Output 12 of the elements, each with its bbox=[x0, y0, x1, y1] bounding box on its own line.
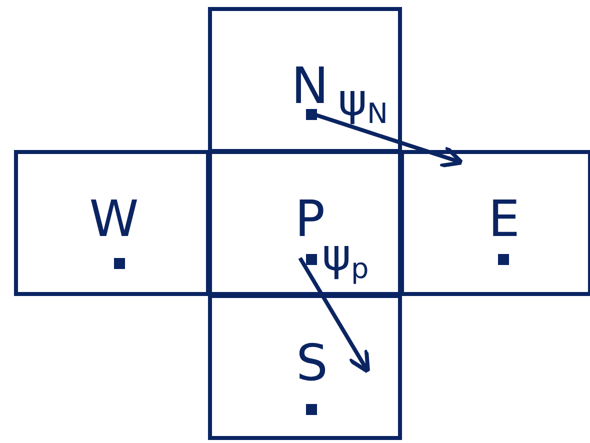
arrow bbox=[298, 256, 370, 374]
grid-cell bbox=[14, 150, 210, 296]
node-letter: W bbox=[89, 194, 139, 244]
grid-cell bbox=[208, 294, 402, 440]
grid-cell bbox=[208, 150, 402, 296]
node-letter: S bbox=[296, 338, 328, 388]
node-letter: N bbox=[291, 61, 329, 111]
node-letter: E bbox=[488, 194, 520, 244]
edge-label: ψ$_{N}$ bbox=[338, 79, 388, 132]
grid-cell bbox=[400, 150, 590, 296]
grid-cell bbox=[208, 7, 402, 153]
arrow bbox=[315, 113, 464, 168]
